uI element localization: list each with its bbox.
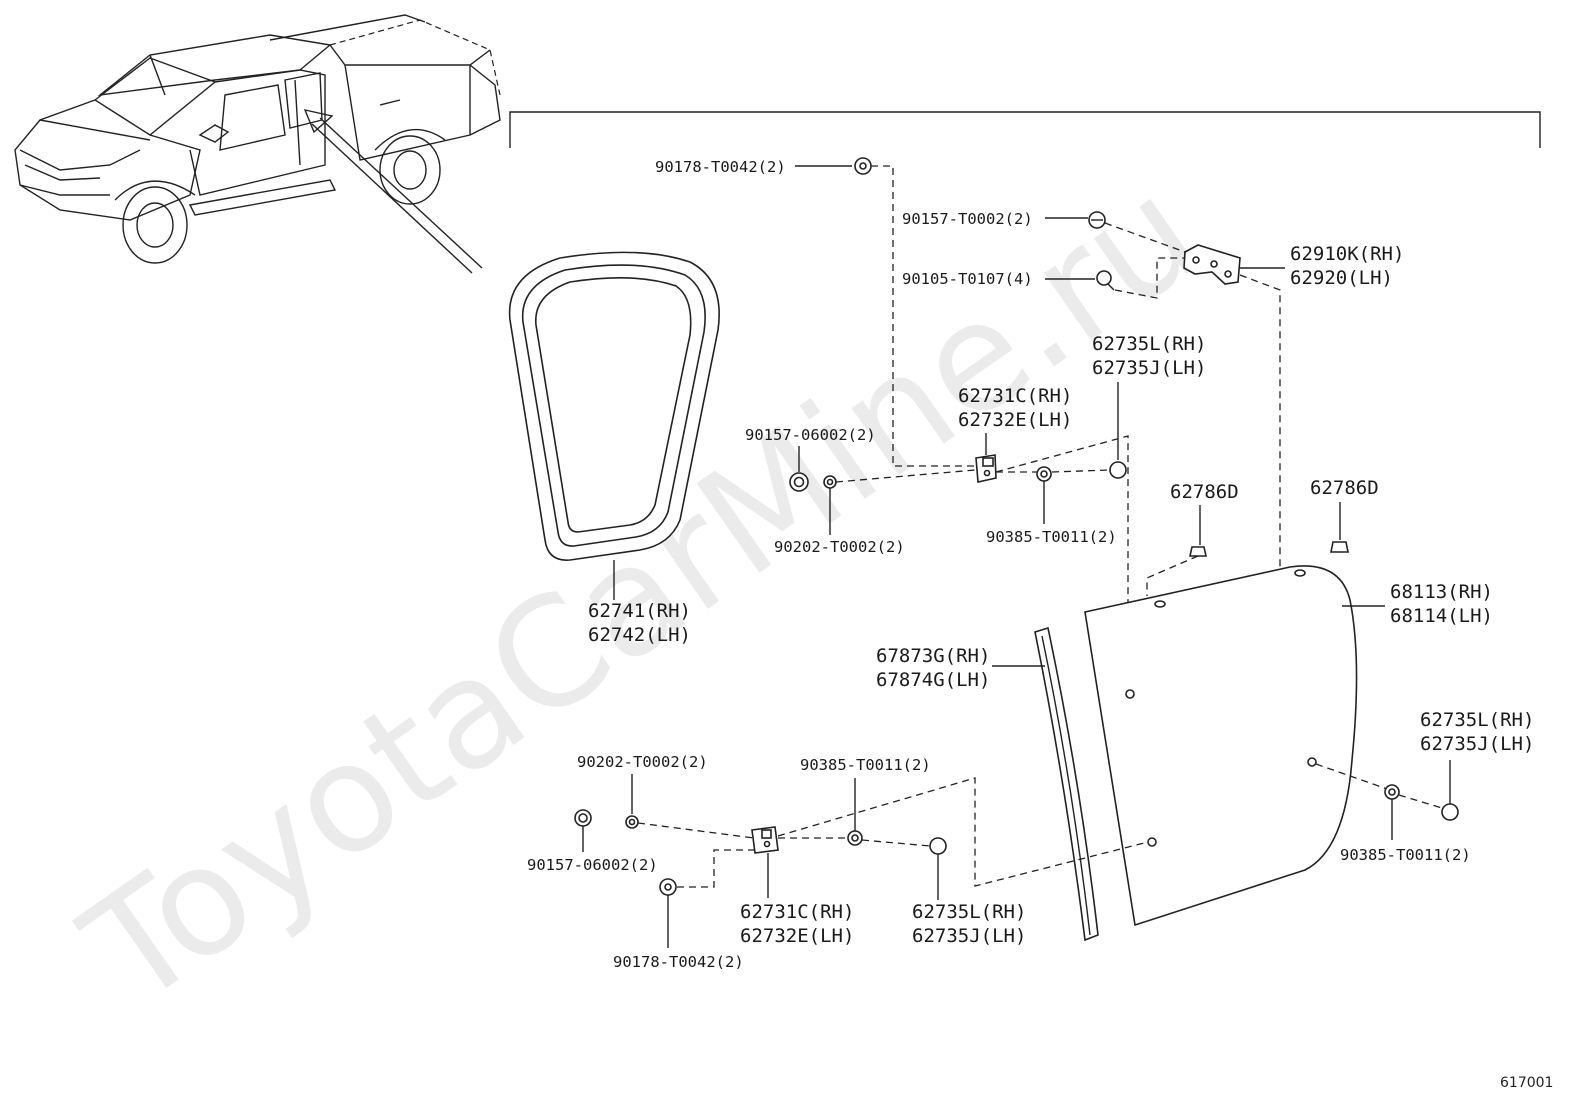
hinge-lh-label: 62920(LH) <box>1290 267 1393 289</box>
truck-locator-illustration <box>14 14 501 274</box>
cushion-upper-part <box>1109 461 1127 479</box>
clip-b-part <box>1330 541 1349 553</box>
clip-a-part <box>1189 546 1207 557</box>
spacer-upper-part <box>1036 466 1052 482</box>
washer-upper-label: 90202-T0002(2) <box>774 538 905 556</box>
hinge-rh-label: 62910K(RH) <box>1290 243 1404 265</box>
bolt-lower-label: 90178-T0042(2) <box>613 953 744 971</box>
spacer-lower-label: 90385-T0011(2) <box>800 756 931 774</box>
weatherstrip-part <box>508 251 720 561</box>
weatherstrip-lh-label: 62742(LH) <box>588 624 691 646</box>
channel-lh-label: 67874G(LH) <box>876 669 990 691</box>
bolt-lower-part <box>659 878 677 896</box>
weatherstrip-rh-label: 62741(RH) <box>588 600 691 622</box>
run-channel-part <box>1034 626 1099 942</box>
bolt-top-label: 90178-T0042(2) <box>655 158 786 176</box>
nut-lower-label: 90157-06002(2) <box>527 856 658 874</box>
glass-rh-label: 68113(RH) <box>1390 581 1493 603</box>
channel-rh-label: 67873G(RH) <box>876 645 990 667</box>
nut-upper-left-part <box>789 472 809 492</box>
clip-b-label: 62786D <box>1310 477 1379 499</box>
cushion-upper-rh-label: 62735L(RH) <box>1092 333 1206 355</box>
washer-upper-part <box>823 475 837 489</box>
spacer-right-part <box>1384 784 1400 800</box>
washer-lower-label: 90202-T0002(2) <box>577 753 708 771</box>
cushion-upper-lh-label: 62735J(LH) <box>1092 357 1206 379</box>
bracket-upper-rh-label: 62731C(RH) <box>958 385 1072 407</box>
spacer-right-label: 90385-T0011(2) <box>1340 846 1471 864</box>
cushion-lower-part <box>929 837 947 855</box>
cushion-right-lh-label: 62735J(LH) <box>1420 733 1534 755</box>
nut-upper-left-label: 90157-06002(2) <box>745 426 876 444</box>
bracket-lower-lh-label: 62732E(LH) <box>740 925 854 947</box>
bracket-lower-rh-label: 62731C(RH) <box>740 901 854 923</box>
nut-lower-part <box>574 809 592 827</box>
bracket-upper-lh-label: 62732E(LH) <box>958 409 1072 431</box>
nut-top-label: 90157-T0002(2) <box>902 210 1033 228</box>
screw-top-label: 90105-T0107(4) <box>902 270 1033 288</box>
bracket-lower-part <box>751 826 779 854</box>
cushion-lower-lh-label: 62735J(LH) <box>912 925 1026 947</box>
nut-top-part <box>1088 211 1106 229</box>
clip-a-label: 62786D <box>1170 481 1239 503</box>
spacer-upper-label: 90385-T0011(2) <box>986 528 1117 546</box>
glass-part <box>1084 565 1358 927</box>
figure-id: 617001 <box>1500 1075 1553 1091</box>
assembly-bracket-frame <box>509 111 1541 148</box>
spacer-lower-part <box>847 830 863 846</box>
glass-lh-label: 68114(LH) <box>1390 605 1493 627</box>
bolt-top-part <box>854 157 872 175</box>
hinge-part <box>1183 244 1241 285</box>
washer-lower-part <box>625 815 639 829</box>
cushion-right-rh-label: 62735L(RH) <box>1420 709 1534 731</box>
cushion-right-part <box>1441 803 1459 821</box>
bracket-upper-part <box>975 454 997 483</box>
cushion-lower-rh-label: 62735L(RH) <box>912 901 1026 923</box>
screw-top-part <box>1096 270 1115 291</box>
